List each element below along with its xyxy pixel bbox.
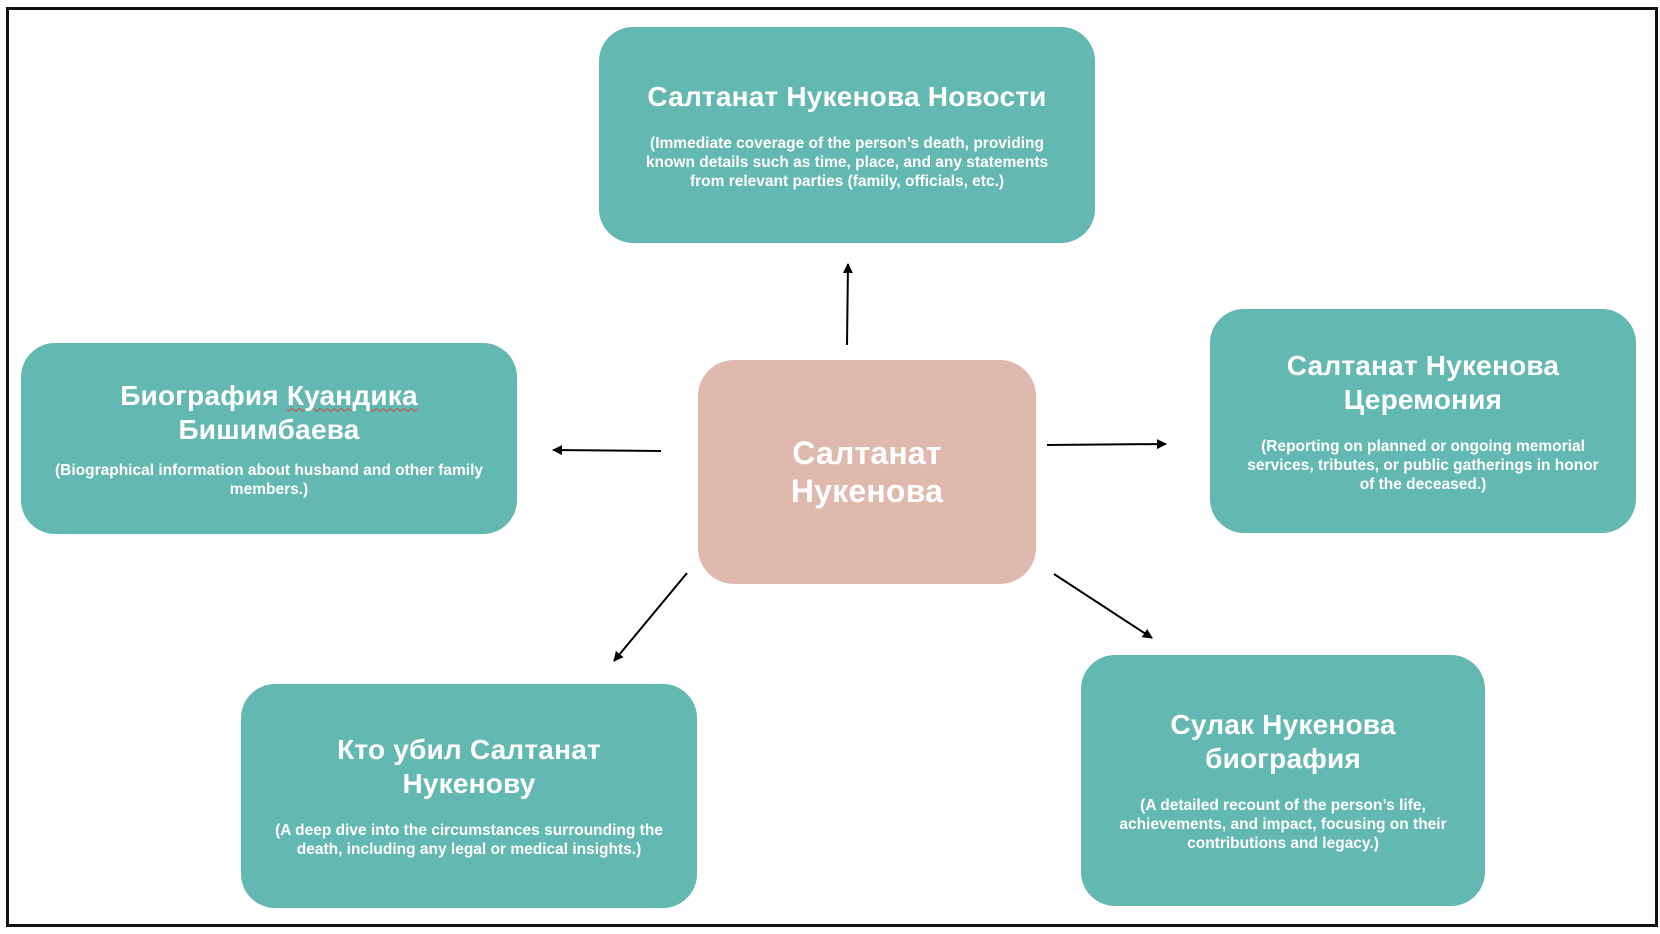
topic-kuandyk-bio: Биография Куандика Бишимбаева (Biographi… bbox=[21, 343, 517, 534]
topic-title: Биография Куандика Бишимбаева bbox=[49, 379, 489, 447]
topic-description: (Reporting on planned or ongoing memoria… bbox=[1247, 437, 1599, 493]
title-part-spellcheck: Куандика bbox=[286, 379, 418, 411]
topic-description: (Biographical information about husband … bbox=[55, 461, 483, 498]
topic-title: Сулак Нукенова биография bbox=[1170, 709, 1396, 774]
title-part: Биография bbox=[120, 379, 287, 411]
topic-who-killed: Кто убил Салтанат Нукенову (A deep dive … bbox=[241, 684, 697, 908]
topic-news: Салтанат Нукенова Новости (Immediate cov… bbox=[599, 27, 1095, 243]
topic-title: Салтанат Нукенова Церемония bbox=[1286, 349, 1560, 415]
topic-title: Салтанат Нукенова Новости bbox=[647, 80, 1047, 112]
topic-title: Кто убил Салтанат Нукенову bbox=[337, 734, 601, 799]
topic-description: (Immediate coverage of the person’s deat… bbox=[645, 134, 1049, 190]
topic-description: (A detailed recount of the person’s life… bbox=[1119, 797, 1447, 852]
topic-sulak-bio: Сулак Нукенова биография (A detailed rec… bbox=[1081, 655, 1485, 906]
topic-description: (A deep dive into the circumstances surr… bbox=[275, 822, 663, 858]
center-node: Салтанат Нукенова bbox=[698, 360, 1036, 584]
center-title: Салтанат Нукенова bbox=[790, 435, 944, 509]
topic-ceremony: Салтанат Нукенова Церемония (Reporting o… bbox=[1210, 309, 1636, 533]
title-part: Бишимбаева bbox=[178, 413, 360, 445]
